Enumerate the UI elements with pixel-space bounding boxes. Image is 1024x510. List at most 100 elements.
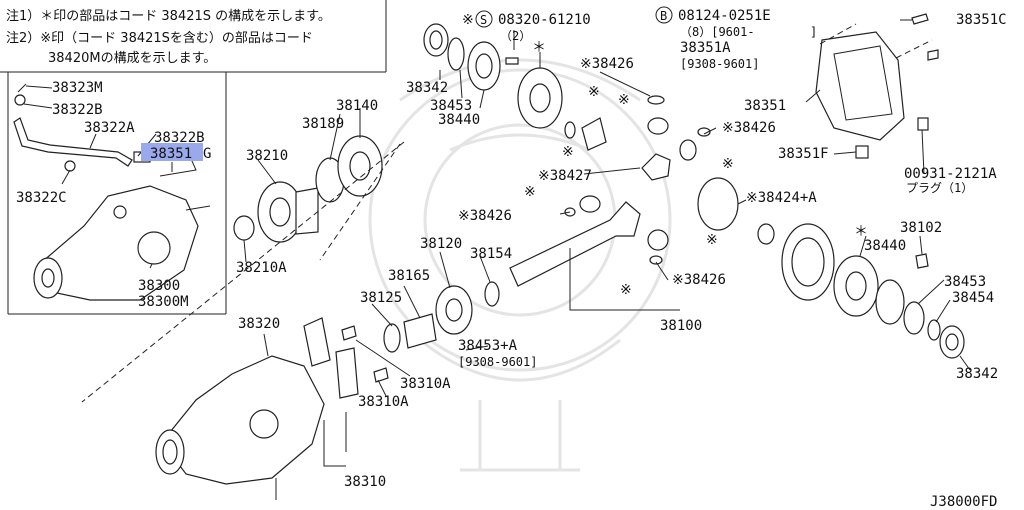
label-38102[interactable]: 38102 [900,220,942,236]
label-38189[interactable]: 38189 [302,116,344,132]
label-38342-top[interactable]: 38342 [406,80,448,96]
drive-pinion-parts [233,135,835,353]
note-3: 38420Mの構成を示します。 [48,51,216,66]
mark-a: ※ [588,84,600,100]
label-38320[interactable]: 38320 [238,316,280,332]
label-38310A-b[interactable]: 38310A [358,394,409,410]
label-38300M: 38300M [138,294,189,310]
mark-b: ※ [618,92,630,108]
s-circle-icon [475,10,493,28]
label-38351[interactable]: 38351 [744,98,786,114]
label-38440-top[interactable]: 38440 [438,112,480,128]
label-38154[interactable]: 38154 [470,246,512,262]
label-38426-c[interactable]: ※38426 [458,208,512,224]
rear-cover-shape [815,31,905,141]
label-38453-top[interactable]: 38453 [430,98,472,114]
label-38322C: 38322C [16,190,67,206]
label-38351A-range: [9308-9601] [680,57,759,71]
bolt-shape [505,57,519,65]
label-38424[interactable]: ※38424+A [746,190,817,206]
label-38351F[interactable]: 38351F [778,146,829,162]
label-38454[interactable]: 38454 [952,290,994,306]
inset-panel: 38323M 38322B 38322A 38322B 38351 G 3832… [7,72,227,315]
vent-hose-shape [13,117,133,167]
b-circle-letter: B [660,9,667,23]
bolt-38310A-shape [341,325,357,341]
label-38351G[interactable]: 38351 [150,146,192,162]
bolt-38102-shape [915,253,929,269]
label-38453A[interactable]: 38453+A [458,338,518,354]
label-38125[interactable]: 38125 [360,290,402,306]
washer-shape [564,121,576,139]
label-b-qty: （8）[9601- [680,25,755,39]
note-2: 注2）※印（コード 38421Sを含む）の部品はコード [6,30,313,46]
nut-38210A-shape [233,215,255,241]
label-38427[interactable]: ※38427 [538,168,592,184]
label-38351G-suffix: G [203,146,211,162]
star-mark-1: ＊ [532,40,546,56]
label-38210[interactable]: 38210 [246,148,288,164]
clamp-shape [64,160,76,172]
bolt-38351A-shape [927,49,939,61]
seal-38454-shape [927,319,941,341]
mark-c: ※ [562,144,574,160]
differential-carrier-shape [41,185,199,301]
label-38100[interactable]: 38100 [660,318,702,334]
label-38351A[interactable]: 38351A [680,40,731,56]
leader-lines [243,19,971,500]
note-1: 注1）＊印の部品はコード 38421S の構成を示します。 [6,9,331,24]
stud-38351C-shape [911,13,929,25]
clip-shape [14,94,26,106]
watermark-emblem [368,58,672,472]
star-mark-2: ＊ [854,224,868,240]
label-38310[interactable]: 38310 [344,474,386,490]
pinion-gear-shape [647,117,669,135]
label-38322A: 38322A [84,120,135,136]
label-38453A-range: [9308-9601] [458,355,537,369]
side-gear-38424-shape [697,177,739,231]
bolt-mark: ※ [462,12,474,28]
label-38323M: 38323M [52,80,103,96]
label-38140[interactable]: 38140 [336,98,378,114]
drive-pinion-38100-shape [509,201,641,287]
label-38120[interactable]: 38120 [420,236,462,252]
mark-f: ※ [706,232,718,248]
label-b-qty-end: ] [810,25,817,39]
housing-parts [81,141,405,485]
label-38322B-mid: 38322B [154,130,205,146]
bearing-38440b-shape [875,279,905,325]
label-38310A-a[interactable]: 38310A [400,376,451,392]
label-38351C[interactable]: 38351C [956,12,1007,28]
washer-38125-shape [383,323,401,353]
rear-cover-parts [815,13,939,159]
shim-38453b-shape [903,301,925,335]
side-gear-shape [581,117,607,151]
highlight-38351G [141,143,203,161]
part-labels: ※ S 08320-61210 （2） ＊ 38342 38453 38440 … [236,6,1007,510]
s-circle-letter: S [480,13,487,27]
label-00931-2121A[interactable]: 00931-2121A [904,166,997,182]
label-38453-right[interactable]: 38453 [944,274,986,290]
label-38165[interactable]: 38165 [388,268,430,284]
notes-box: 注1）＊印の部品はコード 38421S の構成を示します。 注2）※印（コード … [0,0,387,73]
label-38440-right[interactable]: 38440 [864,238,906,254]
label-38300: 38300 [138,278,180,294]
mark-g: ※ [620,282,632,298]
plug-00931-shape [917,117,929,131]
label-38342-right[interactable]: 38342 [956,366,998,382]
label-38426-b[interactable]: ※38426 [722,120,776,136]
b-circle-icon [655,6,673,24]
label-38426-d[interactable]: ※38426 [672,272,726,288]
mark-d: ※ [722,156,734,172]
label-38426-a[interactable]: ※38426 [580,56,634,72]
label-38210A[interactable]: 38210A [236,260,287,276]
right-bearing-parts [833,253,965,359]
label-38322B-top: 38322B [52,102,103,118]
retainer-38310-shape [303,317,331,367]
shim-38453-shape [447,37,465,71]
label-08320-61210[interactable]: 08320-61210 [498,12,591,28]
label-08124-0251E[interactable]: 08124-0251E [678,8,771,24]
label-bolt-qty: （2） [500,29,531,43]
pinion-parts [423,23,775,265]
